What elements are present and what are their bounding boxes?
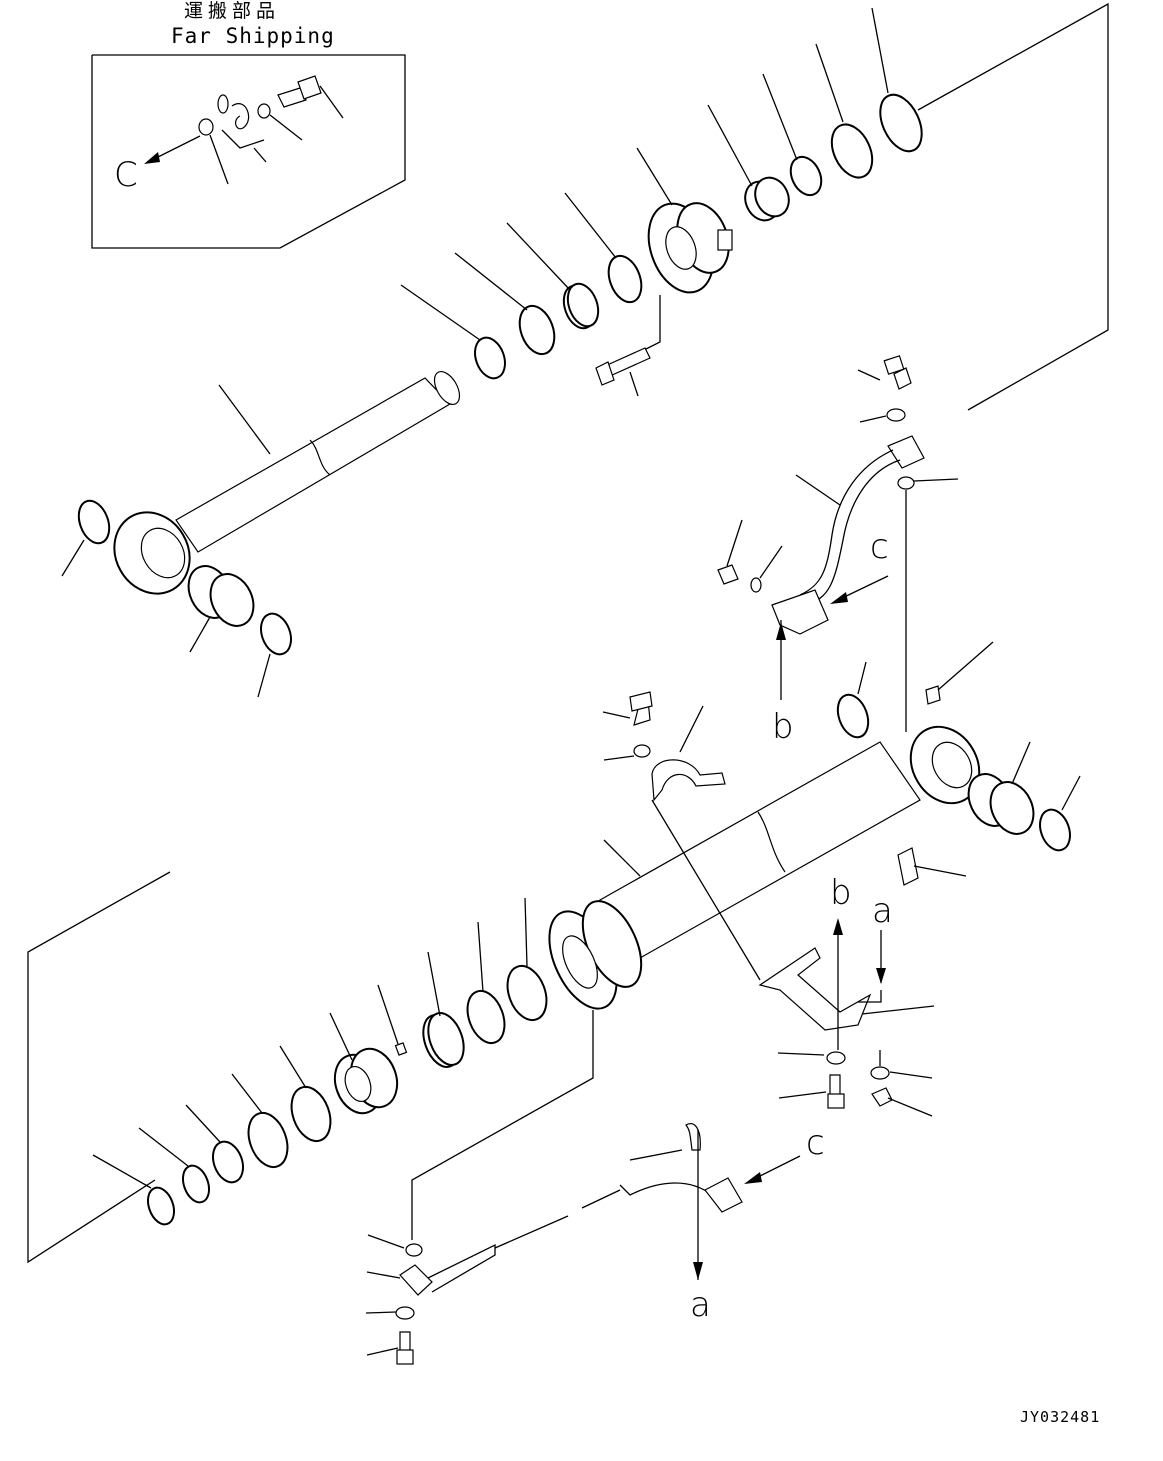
mount-plate xyxy=(758,918,935,1117)
cylinder-head xyxy=(647,202,733,294)
piston-parts xyxy=(92,897,548,1226)
callout-c-hose: c xyxy=(806,1123,825,1163)
piston-rod xyxy=(113,371,461,595)
drawing-id: JY032481 xyxy=(1020,1408,1101,1426)
header-english: Far Shipping xyxy=(171,24,335,48)
callout-c-inset: C xyxy=(114,155,138,195)
callout-a-plate: a xyxy=(872,891,893,931)
inset-lock xyxy=(231,103,250,130)
callout-a-hose: a xyxy=(690,1285,711,1325)
inset-bolt xyxy=(277,75,344,119)
hose-clamp xyxy=(602,691,761,981)
shipping-inset xyxy=(91,54,406,249)
callout-b-pipe: b xyxy=(772,707,794,747)
upper-rings xyxy=(400,7,923,397)
pipe-assembly xyxy=(717,355,959,732)
callout-c-pipe: c xyxy=(870,527,889,567)
hose-assembly xyxy=(365,1123,801,1365)
callout-b-plate: b xyxy=(830,873,852,913)
cylinder-tube xyxy=(411,725,981,1240)
header-japanese: 運搬部品 xyxy=(184,0,281,22)
